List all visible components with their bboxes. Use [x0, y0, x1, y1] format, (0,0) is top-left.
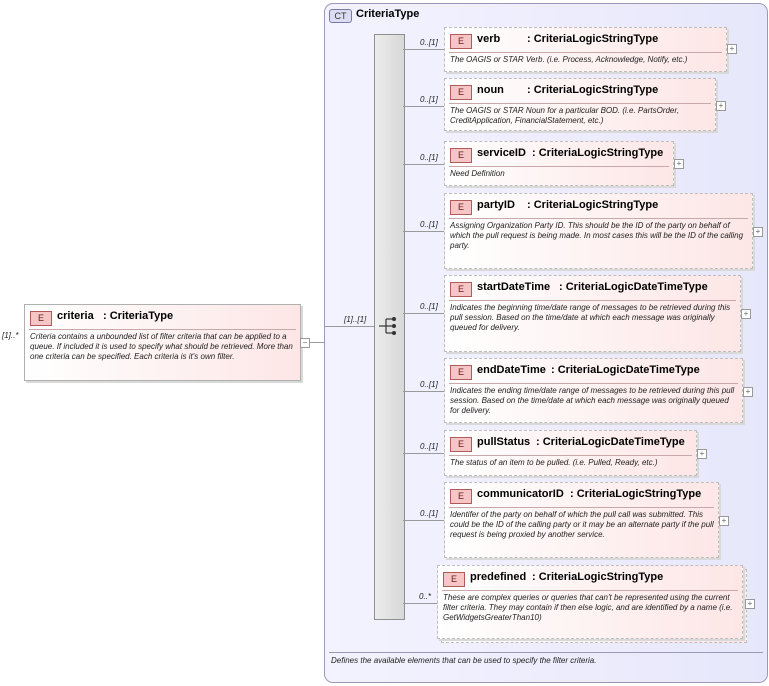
element-type: : CriteriaLogicStringType — [527, 199, 659, 211]
connector-line — [403, 164, 444, 165]
element-name: criteria — [57, 310, 94, 322]
element-type: : CriteriaLogicStringType — [527, 33, 659, 45]
element-type: : CriteriaLogicDateTimeType — [536, 436, 685, 448]
serviceid-multiplicity: 0..[1] — [420, 153, 438, 162]
element-verb[interactable]: E verb : CriteriaLogicStringType The OAG… — [444, 27, 727, 72]
element-documentation: Assigning Organization Party ID. This sh… — [450, 221, 744, 250]
element-documentation: The status of an item to be pulled. (i.e… — [450, 458, 658, 467]
element-divider — [449, 218, 748, 219]
element-divider — [449, 383, 738, 384]
complex-type-divider — [329, 652, 763, 653]
startdatetime-multiplicity: 0..[1] — [420, 302, 438, 311]
element-divider — [29, 329, 296, 330]
element-name: noun — [477, 84, 504, 96]
element-documentation: Criteria contains a unbounded list of fi… — [30, 332, 293, 361]
sequence-connector-line — [325, 326, 374, 327]
noun-multiplicity: 0..[1] — [420, 95, 438, 104]
element-badge: E — [450, 282, 472, 297]
element-badge: E — [443, 572, 465, 587]
connector-line — [403, 106, 444, 107]
element-divider — [449, 455, 692, 456]
connector-line — [310, 342, 324, 343]
sequence-multiplicity: [1]..[1] — [344, 315, 367, 324]
expand-icon[interactable]: + — [743, 387, 753, 397]
element-divider — [442, 590, 738, 591]
connector-line — [403, 603, 437, 604]
enddatetime-multiplicity: 0..[1] — [420, 380, 438, 389]
element-type: : CriteriaLogicDateTimeType — [551, 364, 700, 376]
element-pullstatus[interactable]: E pullStatus : CriteriaLogicDateTimeType… — [444, 430, 697, 476]
element-enddatetime[interactable]: E endDateTime : CriteriaLogicDateTimeTyp… — [444, 358, 743, 423]
collapse-toggle-icon[interactable]: − — [300, 338, 310, 348]
element-badge: E — [450, 365, 472, 380]
sequence-compositor[interactable] — [374, 34, 405, 620]
element-partyid[interactable]: E partyID : CriteriaLogicStringType Assi… — [444, 193, 753, 269]
expand-icon[interactable]: + — [674, 159, 684, 169]
element-badge: E — [450, 437, 472, 452]
connector-line — [403, 391, 444, 392]
element-divider — [449, 103, 711, 104]
element-badge: E — [30, 311, 52, 326]
expand-icon[interactable]: + — [719, 516, 729, 526]
element-startdatetime[interactable]: E startDateTime : CriteriaLogicDateTimeT… — [444, 275, 741, 352]
element-divider — [449, 507, 714, 508]
element-noun[interactable]: E noun : CriteriaLogicStringType The OAG… — [444, 78, 716, 131]
expand-icon[interactable]: + — [727, 44, 737, 54]
expand-icon[interactable]: + — [741, 309, 751, 319]
connector-line — [403, 49, 444, 50]
element-documentation: Need Definition — [450, 169, 505, 178]
element-divider — [449, 52, 722, 53]
element-documentation: These are complex queries or queries tha… — [443, 593, 733, 622]
verb-multiplicity: 0..[1] — [420, 38, 438, 47]
element-name: verb — [477, 33, 501, 45]
element-type: : CriteriaLogicStringType — [532, 571, 664, 583]
connector-line — [403, 453, 444, 454]
connector-line — [403, 313, 444, 314]
element-type: : CriteriaLogicDateTimeType — [559, 281, 708, 293]
element-predefined[interactable]: E predefined : CriteriaLogicStringType T… — [437, 565, 743, 639]
root-multiplicity: [1]..* — [2, 331, 19, 340]
element-name: predefined — [470, 571, 527, 583]
element-badge: E — [450, 34, 472, 49]
predefined-multiplicity: 0..* — [419, 592, 432, 601]
element-divider — [449, 300, 736, 301]
element-name: pullStatus — [477, 436, 531, 448]
element-name: communicatorID — [477, 488, 564, 500]
element-name: serviceID — [477, 147, 526, 159]
expand-icon[interactable]: + — [697, 449, 707, 459]
connector-line — [403, 520, 444, 521]
element-type: : CriteriaLogicStringType — [532, 147, 664, 159]
complex-type-documentation: Defines the available elements that can … — [331, 656, 597, 665]
element-type: : CriteriaLogicStringType — [527, 84, 659, 96]
element-communicatorid[interactable]: E communicatorID : CriteriaLogicStringTy… — [444, 482, 719, 558]
element-name: startDateTime — [477, 281, 551, 293]
complex-type-name: CriteriaType — [356, 8, 420, 20]
connector-line — [403, 231, 444, 232]
sequence-icon — [379, 317, 396, 335]
expand-icon[interactable]: + — [716, 101, 726, 111]
communicatorid-multiplicity: 0..[1] — [420, 509, 438, 518]
expand-icon[interactable]: + — [753, 227, 763, 237]
element-serviceid[interactable]: E serviceID : CriteriaLogicStringType Ne… — [444, 141, 674, 186]
pullstatus-multiplicity: 0..[1] — [420, 442, 438, 451]
element-badge: E — [450, 489, 472, 504]
element-documentation: Indicates the ending time/date range of … — [450, 386, 735, 415]
element-documentation: Identifer of the party on behalf of whic… — [450, 510, 714, 539]
element-name: endDateTime — [477, 364, 546, 376]
expand-icon[interactable]: + — [745, 599, 755, 609]
element-type: : CriteriaLogicStringType — [570, 488, 702, 500]
element-documentation: Indicates the beginning time/date range … — [450, 303, 731, 332]
element-divider — [449, 166, 669, 167]
element-criteria[interactable]: E criteria : CriteriaType Criteria conta… — [24, 304, 301, 381]
element-name: partyID — [477, 199, 515, 211]
partyid-multiplicity: 0..[1] — [420, 220, 438, 229]
element-badge: E — [450, 148, 472, 163]
element-badge: E — [450, 85, 472, 100]
element-badge: E — [450, 200, 472, 215]
element-type: : CriteriaType — [103, 310, 174, 322]
element-documentation: The OAGIS or STAR Noun for a particular … — [450, 106, 679, 125]
element-documentation: The OAGIS or STAR Verb. (i.e. Process, A… — [450, 55, 688, 64]
complex-type-badge: CT — [329, 9, 352, 23]
